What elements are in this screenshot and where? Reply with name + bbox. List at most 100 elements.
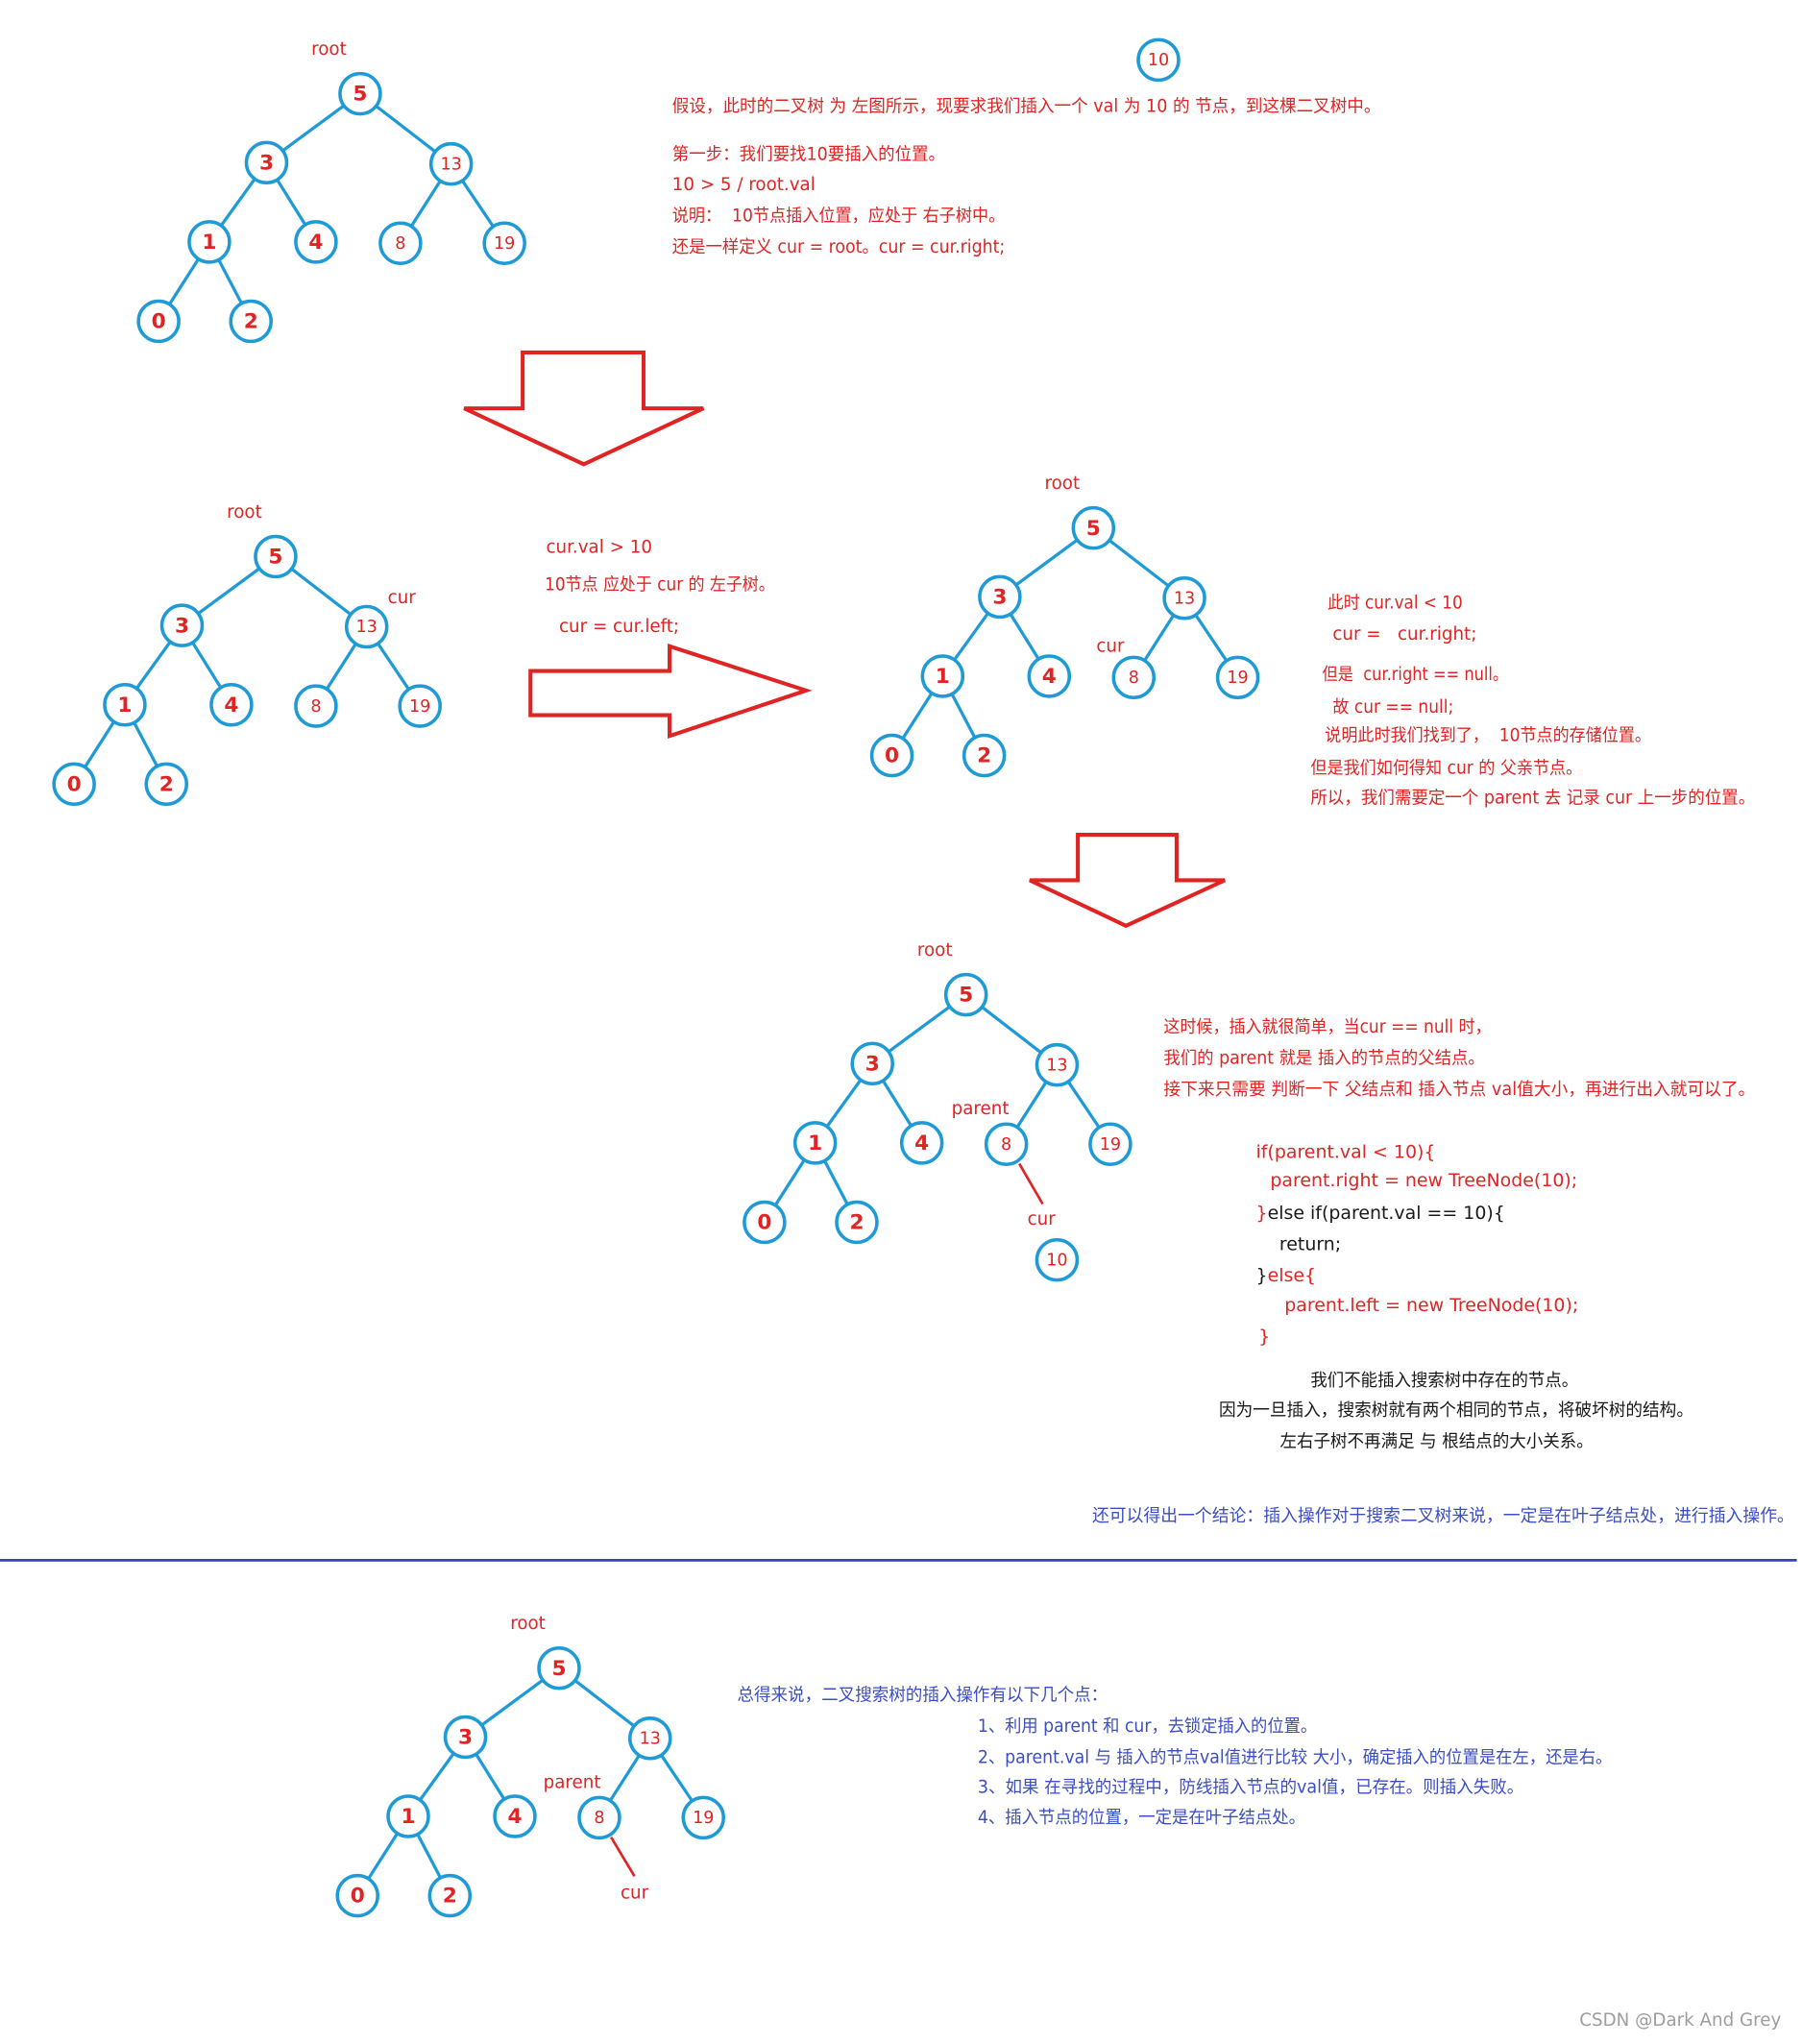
insert-node: 10 (1136, 37, 1181, 83)
summary-point: 1、利用 parent 和 cur，去锁定插入的位置。 (978, 1716, 1317, 1737)
summary-title: 总得来说，二叉搜索树的插入操作有以下几个点： (737, 1686, 1108, 1706)
cur-label: cur (621, 1883, 649, 1903)
insert-node-circle (1136, 37, 1181, 83)
tree-node-circle (344, 604, 389, 649)
step4-notes: 这时候，插入就很简单，当cur == null 时， 我们的 parent 就是… (1163, 1017, 1755, 1100)
note-line: 我们不能插入搜索树中存在的节点。 (1310, 1371, 1578, 1391)
tree-node-value: 13 (1174, 589, 1195, 608)
step3-line: cur = cur.right; (1332, 624, 1476, 645)
step2-line: cur = cur.left; (559, 617, 679, 637)
new-node-value: 10 (1046, 1251, 1067, 1270)
step1-notes: 假设，此时的二叉树 为 左图所示，现要求我们插入一个 val 为 10 的 节点… (672, 97, 1381, 257)
tree-node-circle (144, 762, 188, 807)
tree-node-value: 5 (959, 984, 973, 1008)
tree-node-value: 19 (409, 697, 430, 717)
code-line: parent.left = new TreeNode(10); (1284, 1295, 1578, 1316)
tree-node-circle (398, 684, 442, 728)
tree-node-circle (294, 684, 338, 728)
tree-node-value: 4 (224, 694, 238, 718)
watermark: CSDN @Dark And Grey (1579, 2010, 1781, 2031)
step3-line: 说明此时我们找到了， 10节点的存储位置。 (1325, 726, 1651, 746)
tree-node-circle (428, 141, 474, 186)
code-line: if(parent.val < 10){ (1256, 1141, 1436, 1162)
tree-node-circle (577, 1795, 621, 1840)
cur-link-line (1018, 1162, 1044, 1205)
tree-node-value: 2 (159, 772, 174, 796)
note-line: 左右子树不再满足 与 根结点的大小关系。 (1280, 1432, 1594, 1452)
tree-node-value: 1 (117, 694, 132, 718)
insert-node-value: 10 (1148, 51, 1169, 70)
tree-node-value: 2 (849, 1211, 864, 1235)
tree-node-value: 19 (693, 1809, 714, 1828)
tree-node-circle (1111, 655, 1157, 700)
tree-node-circle (920, 654, 965, 698)
tree-node-value: 4 (308, 231, 323, 255)
cur-label: cur (388, 588, 417, 608)
root-label: root (227, 502, 262, 523)
tree-node-value: 4 (914, 1132, 929, 1156)
tree-node-circle (1027, 654, 1072, 698)
tree-node-circle (943, 972, 988, 1017)
right-arrow (528, 644, 813, 740)
root-label: root (510, 1614, 546, 1634)
tree-node-circle (835, 1200, 879, 1245)
step1-line: 说明： 10节点插入位置，应处于 右子树中。 (672, 206, 1006, 226)
tree-node-circle (159, 603, 205, 647)
tree-node-value: 0 (152, 310, 166, 334)
tree-node-value: 0 (885, 744, 899, 768)
tree-node-circle (254, 534, 298, 579)
parent-label: parent (952, 1099, 1010, 1119)
tree-node-circle (869, 733, 914, 778)
tree-node-circle (984, 1122, 1029, 1166)
tree-node-value: 13 (356, 618, 377, 637)
step3-notes: 此时 cur.val < 10 cur = cur.right; 但是 cur.… (1310, 594, 1755, 809)
tree-node-circle (338, 71, 382, 116)
tree-node-value: 5 (353, 83, 367, 107)
tree-node-circle (229, 299, 273, 344)
step4-line: 我们的 parent 就是 插入的节点的父结点。 (1163, 1048, 1484, 1068)
tree5-annotations: parent cur (544, 1772, 649, 1903)
tree-node-circle (1035, 1042, 1080, 1087)
tree-node-value: 2 (977, 744, 991, 768)
step1-line: 假设，此时的二叉树 为 左图所示，现要求我们插入一个 val 为 10 的 节点… (672, 97, 1381, 117)
tree-node-circle (187, 220, 231, 264)
tree-node-value: 0 (351, 1885, 365, 1909)
step3-line: 所以，我们需要定一个 parent 去 记录 cur 上一步的位置。 (1310, 789, 1755, 809)
tree-node-circle (209, 682, 254, 727)
step2-notes: cur.val > 10 10节点 应处于 cur 的 左子树。 cur = c… (545, 537, 775, 637)
step4-line: 这时候，插入就很简单，当cur == null 时， (1163, 1017, 1491, 1037)
tree-node-circle (628, 1716, 672, 1761)
step3-line: 但是我们如何得知 cur 的 父亲节点。 (1310, 759, 1582, 779)
tree-node-circle (743, 1200, 787, 1245)
root-label: root (917, 940, 953, 961)
summary: 总得来说，二叉搜索树的插入操作有以下几个点： 1、利用 parent 和 cur… (737, 1686, 1612, 1828)
tree-node-value: 2 (244, 310, 258, 334)
code-brace: } (1256, 1203, 1268, 1224)
cur-label: cur (1028, 1209, 1057, 1229)
tree-node-value: 1 (936, 665, 950, 689)
tree-node-circle (482, 221, 526, 265)
tree-node-circle (850, 1041, 894, 1086)
code-segment: else{ (1268, 1265, 1316, 1286)
tree-node-circle (681, 1795, 726, 1840)
tree-node-value: 3 (992, 586, 1007, 610)
conclusion-text: 还可以得出一个结论：插入操作对于搜索二叉树来说，一定是在叶子结点处，进行插入操作… (1092, 1506, 1794, 1526)
tree-node-value: 8 (1001, 1135, 1011, 1155)
root-label: root (311, 39, 347, 60)
down-arrow (1029, 833, 1226, 929)
tree-node-value: 8 (395, 234, 405, 254)
tree-node-value: 13 (1046, 1056, 1067, 1075)
tree-node-circle (792, 1121, 838, 1165)
tree-node-value: 3 (175, 614, 189, 638)
tree-node-circle (378, 221, 423, 265)
tree-node-value: 13 (640, 1729, 661, 1748)
tree-node-value: 19 (1227, 669, 1248, 688)
tree-node-value: 8 (310, 697, 321, 717)
tree-node-circle (537, 1645, 581, 1691)
tree-node-circle (1071, 505, 1116, 550)
